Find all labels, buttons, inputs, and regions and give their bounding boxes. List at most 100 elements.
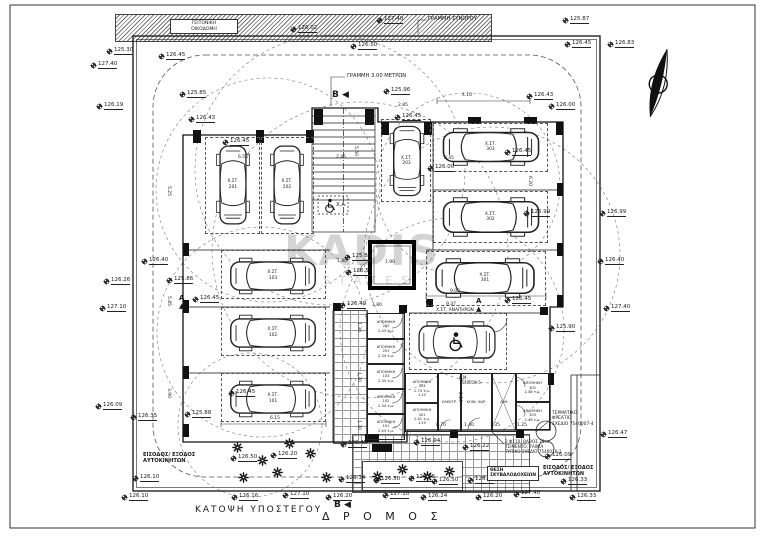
dimension-label: 8.45 [444, 156, 455, 161]
elevation-marker: 127.10 [99, 305, 127, 312]
parking-number: 203 [402, 161, 411, 166]
parking-space-label: Χ.ΣΤ. 103 [229, 257, 317, 294]
elevation-value: 126.22 [470, 443, 490, 451]
setback-line-label: ΓΡΑΜΜΗ 3.00 ΜΕΤΡΩΝ [347, 73, 407, 79]
dimension-label: 2.45 [336, 155, 347, 160]
elevation-symbol-icon [376, 17, 383, 24]
parking-code: Χ.ΣΤ. [484, 211, 497, 217]
elevation-marker: 126.20 [325, 494, 353, 501]
elevation-symbol-icon [475, 494, 482, 501]
parking-code: Χ.ΣΤ. [400, 155, 413, 161]
elevation-symbol-icon [222, 139, 229, 146]
sheet-border [9, 4, 756, 529]
elevation-value: 126.45 [512, 148, 532, 156]
parking-number: 301 [480, 278, 490, 283]
elevation-symbol-icon [99, 305, 106, 312]
dimension-label: 1.25 [517, 423, 528, 428]
elevation-symbol-icon [103, 278, 110, 285]
room-area: 2.48 τ.μ. [524, 417, 541, 422]
car: Χ.ΣΤ. 102 [229, 314, 317, 351]
elevation-symbol-icon [504, 297, 511, 304]
flower-icon [257, 455, 268, 466]
elevation-marker: 126.33 [560, 478, 588, 485]
car-icon [230, 257, 316, 294]
elevation-marker: 126.00 [427, 165, 455, 172]
parking-space-label: Χ.ΣΤ. 101 [229, 380, 317, 417]
parking-code: Χ.ΣΤ. [479, 272, 491, 278]
car-icon [216, 144, 250, 225]
parking-code: Χ.ΣΤ. [281, 179, 293, 184]
parking-bay-outline [381, 119, 431, 202]
elevation-symbol-icon [188, 116, 195, 123]
parking-space-label: Χ.ΣΤ. 301 [434, 258, 536, 298]
car: Χ.ΣΤ. 202 [270, 144, 304, 225]
parking-bay-outline [221, 307, 326, 356]
elevation-value: 126.00 [556, 102, 576, 110]
room-name: ΑΠΟΘΗΚΗ [523, 408, 542, 413]
dimension-label: 1.35 [490, 423, 501, 428]
elevation-symbol-icon [290, 26, 297, 33]
elevation-marker: 126.16 [231, 493, 259, 501]
dimension-label: 2.85 [398, 103, 409, 108]
car-icon [230, 380, 316, 417]
elevation-value: 126.50 [439, 477, 459, 485]
room: ΑΠΟΘΗΚΗ 103 2.34 τ.μ. [367, 363, 405, 390]
elevation-marker: 126.50 [345, 268, 373, 276]
elevation-marker: 126.50 [431, 477, 459, 485]
elevation-value: 126.16 [239, 493, 259, 501]
elevation-marker: 125.96 [383, 88, 411, 95]
section-a-right: A▲ [476, 297, 482, 314]
elevation-marker: 126.43 [188, 116, 216, 123]
parking-bay-outline [221, 250, 326, 299]
elevation-value: 125.99 [531, 209, 551, 217]
parking-code: Χ.ΣΤ. [267, 327, 279, 332]
elevation-marker: 126.21 [467, 477, 495, 484]
elevation-value: 126.50 [238, 454, 258, 462]
elevation-symbol-icon [462, 444, 469, 451]
elevation-value: 125.30 [114, 47, 134, 55]
disabled-parking-label: Χ.ΣΤ. ΑΝΑΠΗΡΩΝ [436, 308, 474, 313]
elevation-symbol-icon [597, 258, 604, 265]
elevation-symbol-icon [282, 492, 289, 499]
car [417, 321, 496, 363]
elevation-value: 127.40 [611, 304, 631, 312]
elevation-symbol-icon [513, 491, 520, 498]
dimension-label: 1.40 [464, 423, 475, 428]
car: Χ.ΣΤ. 303 [441, 128, 540, 166]
elevation-symbol-icon [427, 165, 434, 172]
elevation-symbol-icon [569, 494, 576, 501]
elevation-value: 126.40 [605, 257, 625, 265]
boundary-line-label: ΓΡΑΜΜΗ ΣΥΝΟΡΟΥ [428, 16, 477, 22]
room: ΑΠΟΘΗΚΗ 202 2.43 τ.μ. [367, 313, 405, 340]
elevation-value: 126.45 [572, 40, 592, 48]
elevation-marker: 126.22 [462, 443, 490, 451]
elevation-marker: 126.19 [96, 103, 124, 110]
dimension-label: 1.80 [337, 259, 348, 264]
elevation-value: 127.40 [384, 16, 404, 24]
elevation-value: 126.45 [348, 440, 368, 448]
room: ΑΠΟΘΗΚΗ 301 2.41 τ.μ. 1.25 [405, 402, 439, 432]
room-area: 2.74 τ.μ. [414, 388, 430, 393]
elevation-value: 126.20 [278, 451, 298, 459]
car-icon [389, 125, 424, 197]
elevation-value: 126.83 [615, 40, 635, 48]
parking-space: Χ.ΣΤ. 201 [205, 137, 260, 234]
elevation-value: 126.04 [421, 438, 441, 446]
elevation-marker: 126.43 [526, 93, 554, 100]
elevation-symbol-icon [548, 103, 555, 110]
elevation-marker: 126.02 [290, 26, 318, 33]
parking-space: Χ.ΣΤ. 101 [221, 373, 326, 422]
accessible-spot-label: Χ.Α. [336, 202, 347, 208]
elevation-symbol-icon [394, 114, 401, 121]
elevation-value: 126.50 [353, 268, 373, 276]
parking-space-label: Χ.ΣΤ. 302 [441, 197, 540, 237]
dimension-label: 5.50 [353, 146, 358, 157]
parking-space: Χ.ΣΤ. 103 [221, 250, 326, 299]
elevation-value: 126.49 [347, 301, 367, 309]
elevation-symbol-icon [562, 17, 569, 24]
car: Χ.ΣΤ. 203 [389, 125, 424, 197]
elevation-value: 126.34 [346, 475, 366, 483]
dimension-label: 5.85 [166, 296, 171, 307]
